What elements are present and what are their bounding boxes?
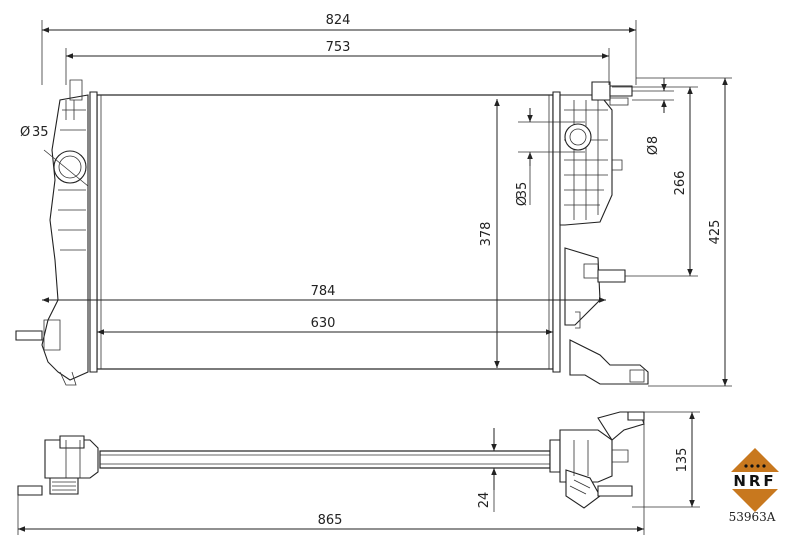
dim-inlet-diameter-left: 35 (32, 125, 49, 140)
top-view: 135 24 865 (17, 411, 700, 535)
dim-overall-height: 425 (708, 220, 723, 245)
logo-text: NRF (733, 472, 776, 490)
dim-inlet-diameter-right: 35 (515, 182, 530, 199)
left-tank (15, 79, 98, 386)
dim-inlet-diameter-left-symbol: Ø (20, 125, 30, 140)
dim-core-width: 753 (326, 40, 351, 55)
left-end-top (17, 435, 99, 496)
dim-bottom-width: 865 (318, 513, 343, 528)
part-code: 53963A (729, 510, 776, 524)
right-tank (552, 81, 649, 385)
dim-inlet-diameter-right-symbol: Ø (515, 196, 530, 206)
radiator-core (96, 94, 554, 370)
dim-bleed-diameter-symbol: Ø (646, 145, 661, 155)
dim-bleed-diameter: 8 (646, 136, 661, 144)
dim-overall-width: 824 (326, 13, 351, 28)
dim-inner-width: 630 (311, 316, 336, 331)
nrf-logo: NRF (711, 448, 799, 512)
core-top (99, 450, 551, 469)
front-view: 824 753 378 784 630 Ø 35 35 Ø 8 Ø (15, 13, 732, 387)
inlet-pipe-right (564, 123, 592, 151)
dim-core-height: 378 (479, 222, 494, 247)
right-end-top (549, 411, 645, 509)
dim-depth: 135 (675, 448, 690, 473)
dim-core-depth: 24 (477, 492, 492, 509)
dim-mid-width: 784 (311, 284, 336, 299)
dim-port-span: 266 (673, 171, 688, 196)
